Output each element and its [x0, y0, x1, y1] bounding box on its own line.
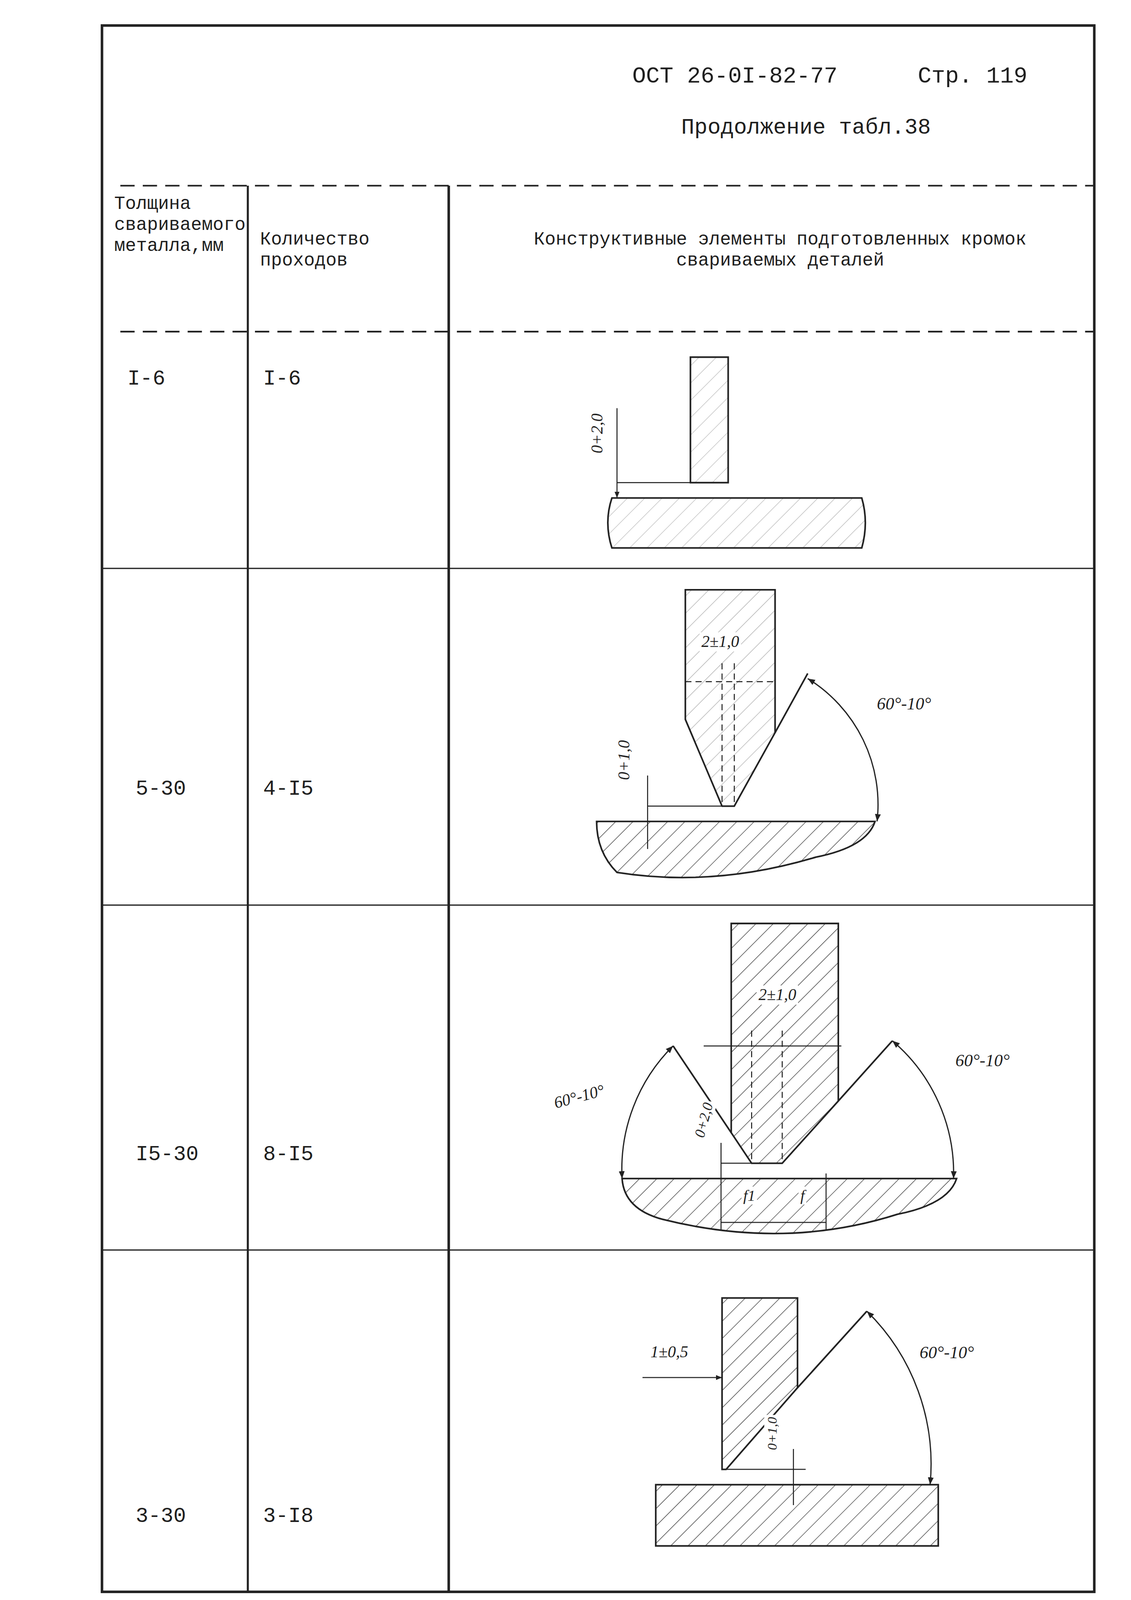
dimension-line	[685, 680, 776, 682]
base-plate	[607, 497, 866, 548]
column-line	[447, 185, 451, 1592]
base-plate	[596, 820, 875, 877]
extension-line	[781, 1030, 783, 1163]
header-dashed-line	[120, 330, 1095, 333]
extension-line	[733, 663, 735, 806]
angle-arc	[866, 1310, 932, 1484]
row-line	[102, 567, 1095, 569]
dimension: f1	[741, 1186, 758, 1204]
table-cell: 8-I5	[263, 1142, 314, 1167]
extension-line	[647, 805, 722, 807]
plate	[690, 357, 729, 483]
table-cell: I5-30	[135, 1142, 199, 1167]
plate	[685, 589, 776, 806]
table-continuation: Продолжение табл.38	[681, 115, 931, 141]
dimension: 2±1,0	[756, 985, 799, 1004]
dimension-line	[721, 1221, 826, 1223]
dimension-line	[720, 1142, 722, 1230]
extension-line	[751, 1030, 753, 1163]
table-cell: 5-30	[135, 777, 186, 802]
dimension: 0+1,0	[614, 737, 634, 782]
angle-dimension: 60°-10°	[875, 693, 934, 714]
table-cell: 4-I5	[263, 777, 314, 802]
groove-line	[797, 1310, 867, 1388]
page-number: Стр. 119	[918, 63, 1028, 90]
plate	[731, 923, 839, 1163]
extension-line	[617, 482, 691, 483]
base-plate	[622, 1177, 957, 1233]
angle-dimension: 60°-10°	[549, 1079, 608, 1113]
angle-arc	[807, 678, 878, 821]
angle-arc	[892, 1040, 954, 1178]
angle-dimension: 60°-10°	[953, 1050, 1012, 1071]
angle-arc	[622, 1045, 674, 1179]
extension-line	[825, 1172, 827, 1230]
table-cell: I-6	[263, 367, 301, 392]
extension-line	[726, 1468, 806, 1470]
dimension-line	[647, 775, 649, 849]
dimension-line	[703, 1044, 842, 1046]
column-header: Конструктивные элементы подготовленных к…	[469, 229, 1092, 272]
dimension-line	[793, 1448, 794, 1505]
drawing-part	[102, 25, 1095, 1592]
leader-line	[642, 1376, 722, 1378]
base-plate	[655, 1483, 939, 1546]
dimension-line	[616, 408, 618, 499]
column-header: Количество проходов	[259, 229, 443, 272]
standard-number: ОСТ 26-0I-82-77	[632, 63, 838, 90]
dimension: 0+2,0	[690, 1098, 717, 1141]
groove-line	[775, 673, 809, 733]
table-cell: I-6	[127, 367, 166, 392]
dimension: 0+2,0	[588, 411, 608, 456]
dimension: 2±1,0	[699, 632, 742, 651]
dimension: 1±0,5	[648, 1342, 691, 1361]
header-dashed-line	[120, 184, 1095, 187]
angle-dimension: 60°-10°	[918, 1342, 976, 1363]
dimension: f	[798, 1186, 807, 1204]
plate	[721, 1297, 798, 1469]
column-line	[246, 185, 249, 1592]
column-header: Толщина свариваемого металла,мм	[114, 193, 251, 257]
table-cell: 3-I8	[263, 1504, 314, 1529]
dimension: 0+1,0	[764, 1414, 781, 1452]
row-line	[102, 904, 1095, 906]
table-cell: 3-30	[135, 1504, 186, 1529]
groove-line	[838, 1040, 893, 1101]
extension-line	[721, 1162, 752, 1164]
extension-line	[721, 663, 723, 806]
table-border	[102, 25, 1095, 1592]
row-line	[102, 1249, 1095, 1251]
